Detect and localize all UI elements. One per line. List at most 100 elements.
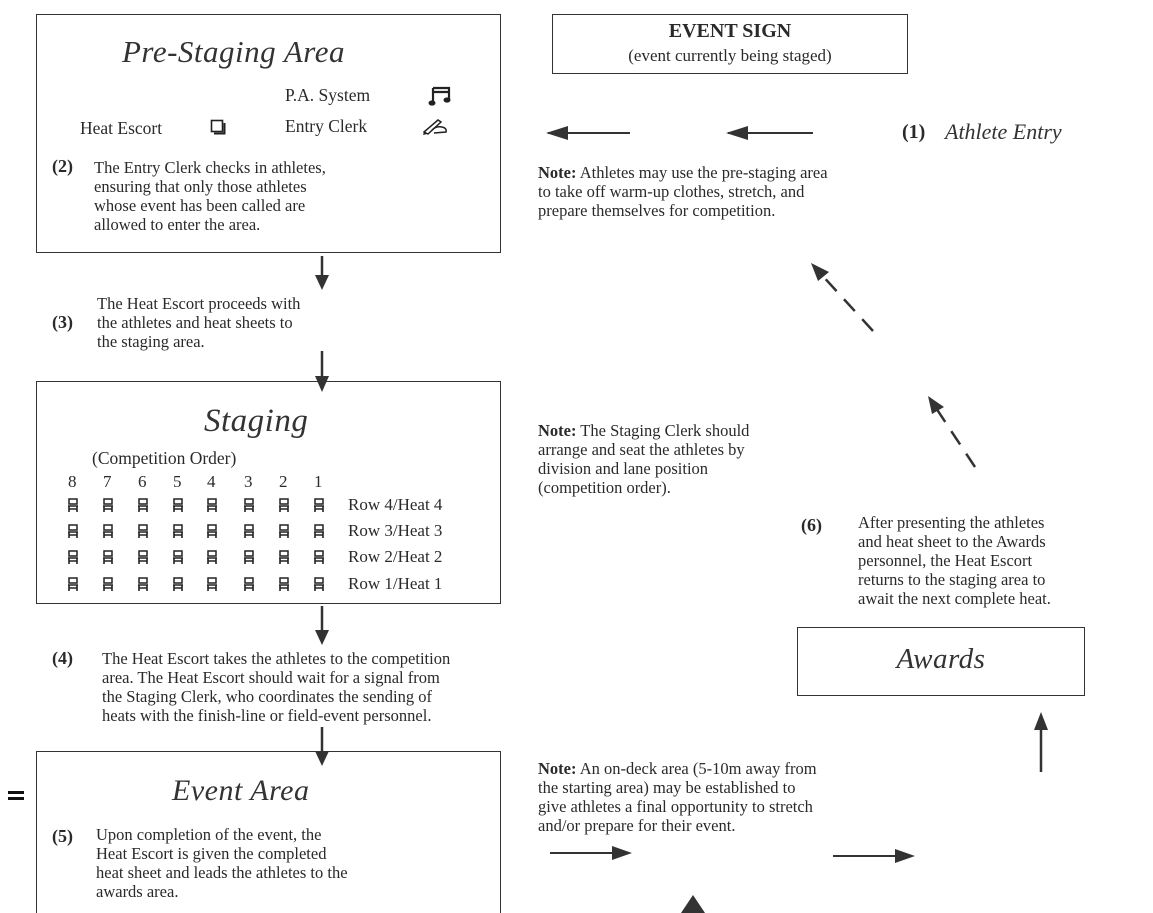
lane-number: 1: [314, 472, 323, 491]
text-line: heat sheet and leads the athletes to the: [96, 863, 348, 882]
text-line: The Heat Escort takes the athletes to th…: [102, 649, 451, 668]
chair-icon: [172, 577, 184, 591]
note-text: Athletes may use the pre-staging area: [576, 163, 828, 182]
event-sign-subtitle: (event currently being staged): [628, 46, 832, 65]
return-arrow: [928, 396, 977, 468]
note-label: Note:: [538, 163, 577, 182]
chair-icon: [278, 524, 290, 538]
chair-icon: [137, 524, 149, 538]
text-line: Upon completion of the event, the: [96, 825, 322, 844]
note-staging: Note: The Staging Clerk should arrange a…: [538, 421, 749, 497]
event-area-box: [36, 751, 501, 913]
chair-icon: [313, 498, 325, 512]
right-arrow: [833, 849, 915, 863]
text-line: and heat sheet to the Awards: [858, 532, 1046, 551]
chair-icon: [67, 524, 79, 538]
row-label: Row 3/Heat 3: [348, 521, 443, 540]
text-line: The Entry Clerk checks in athletes,: [94, 158, 326, 177]
awards-title: Awards: [896, 643, 986, 675]
note-on-deck: Note: An on-deck area (5-10m away from t…: [538, 759, 817, 835]
text-line: The Heat Escort proceeds with: [97, 294, 301, 313]
step-6-number: (6): [801, 515, 822, 535]
text-line: the staging area.: [97, 332, 205, 351]
lane-number: 3: [244, 472, 253, 491]
right-arrow: [550, 846, 632, 860]
step-3-number: (3): [52, 312, 73, 332]
chair-icon: [278, 550, 290, 564]
lane-number: 4: [207, 472, 216, 491]
text-line: whose event has been called are: [94, 196, 306, 215]
chair-icon: [206, 577, 218, 591]
chair-icon: [243, 524, 255, 538]
note-text: An on-deck area (5-10m away from: [576, 759, 817, 778]
text-line: area. The Heat Escort should wait for a …: [102, 668, 440, 687]
text-line: give athletes a final opportunity to str…: [538, 797, 813, 816]
event-sign-box: [552, 14, 908, 74]
up-arrow: [1034, 712, 1048, 772]
step-5-text: Upon completion of the event, the Heat E…: [96, 825, 348, 901]
chair-icon: [206, 498, 218, 512]
chair-icon: [206, 550, 218, 564]
chair-icon: [102, 524, 114, 538]
bottom-arrow-tip: [681, 895, 705, 913]
chair-icon: [278, 577, 290, 591]
entry-arrow: [726, 126, 813, 140]
chair-icon: [313, 524, 325, 538]
row-label: Row 4/Heat 4: [348, 495, 443, 514]
event-sign-title: EVENT SIGN: [668, 20, 792, 42]
chair-icon: [243, 550, 255, 564]
text-line: ensuring that only those athletes: [94, 177, 307, 196]
chair-icon: [137, 498, 149, 512]
text-line: allowed to enter the area.: [94, 215, 261, 234]
text-line: the athletes and heat sheets to: [97, 313, 293, 332]
note-pre-staging: Note: Athletes may use the pre-staging a…: [538, 163, 828, 220]
text-line: (competition order).: [538, 478, 671, 497]
chair-icon: [102, 577, 114, 591]
text-line: returns to the staging area to: [858, 570, 1046, 589]
text-line: After presenting the athletes: [858, 513, 1045, 532]
text-line: the Staging Clerk, who coordinates the s…: [102, 687, 432, 706]
text-line: Heat Escort is given the completed: [96, 844, 327, 863]
return-arrow: [811, 263, 874, 332]
music-note-icon: [428, 84, 454, 111]
row-label: Row 1/Heat 1: [348, 574, 443, 593]
chair-icon: [172, 498, 184, 512]
entry-arrow: [546, 126, 630, 140]
text-line: personnel, the Heat Escort: [858, 551, 1033, 570]
down-arrow: [315, 606, 329, 645]
checkbox-icon: [210, 119, 226, 140]
awards-box: [797, 627, 1085, 696]
lane-number: 8: [68, 472, 77, 491]
step-3-text: The Heat Escort proceeds with the athlet…: [97, 294, 300, 351]
event-area-title: Event Area: [172, 774, 310, 807]
step-2-number: (2): [52, 156, 73, 176]
step-4-number: (4): [52, 648, 73, 668]
chair-icon: [67, 577, 79, 591]
text-line: division and lane position: [538, 459, 709, 478]
chair-icon: [67, 498, 79, 512]
chair-icon: [206, 524, 218, 538]
text-line: arrange and seat the athletes by: [538, 440, 745, 459]
pa-system-label: P.A. System: [285, 85, 371, 105]
text-line: and/or prepare for their event.: [538, 816, 736, 835]
margin-mark: [8, 791, 24, 794]
step-5-number: (5): [52, 826, 73, 846]
step-6-text: After presenting the athletes and heat s…: [858, 513, 1051, 608]
entry-clerk-label: Entry Clerk: [285, 116, 368, 136]
text-line: awards area.: [96, 882, 179, 901]
lane-number: 5: [173, 472, 182, 491]
chair-icon: [172, 524, 184, 538]
chair-icon: [243, 498, 255, 512]
pre-staging-title: Pre-Staging Area: [122, 34, 345, 69]
down-arrow: [315, 727, 329, 766]
step-1-number: (1): [902, 121, 926, 143]
step-4-text: The Heat Escort takes the athletes to th…: [102, 649, 450, 725]
staging-box: [36, 381, 501, 604]
text-line: Note: An on-deck area (5-10m away from: [538, 759, 817, 778]
chair-icon: [172, 550, 184, 564]
lane-number: 7: [103, 472, 112, 491]
text-line: prepare themselves for competition.: [538, 201, 776, 220]
chair-icon: [278, 498, 290, 512]
pre-staging-box: [36, 14, 501, 253]
